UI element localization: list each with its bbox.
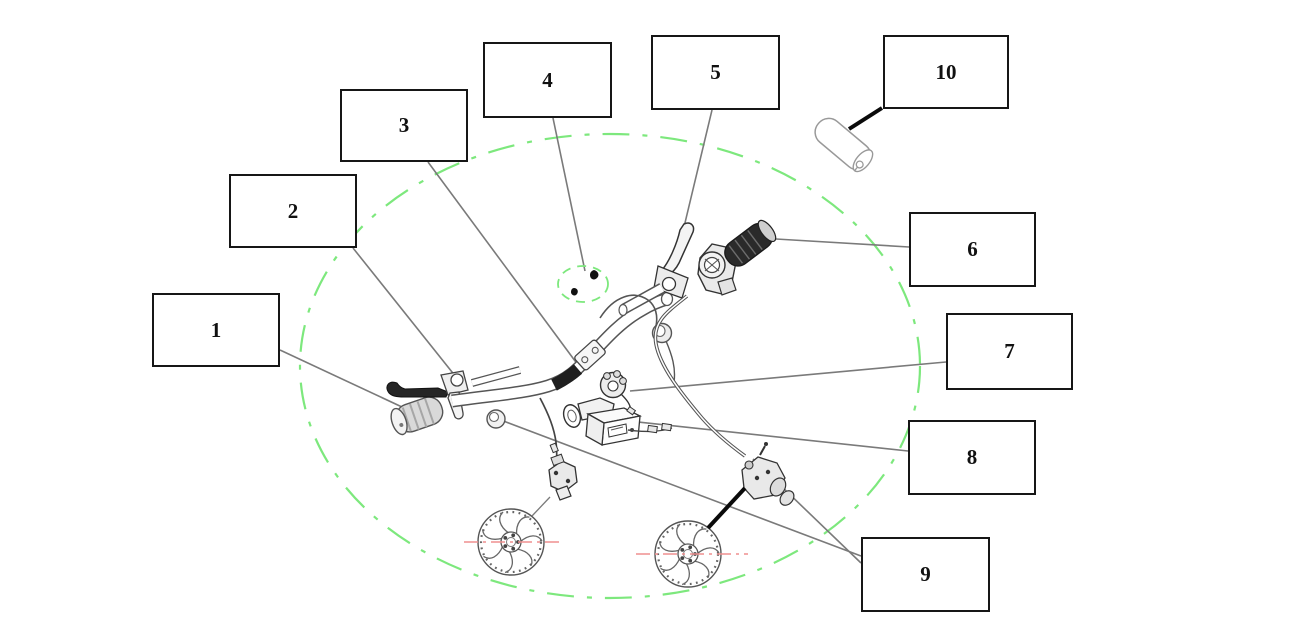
speed-sensor-drawing xyxy=(599,370,637,416)
throttle-drawing xyxy=(697,219,777,296)
leader-line-1 xyxy=(279,349,403,408)
left-caliper-drawing xyxy=(548,453,578,501)
leader-line-5 xyxy=(683,109,713,228)
callout-box-8: 8 xyxy=(908,420,1036,495)
callout-box-7: 7 xyxy=(946,313,1073,390)
callout-box-1: 1 xyxy=(152,293,280,367)
leader-line-3 xyxy=(427,161,582,370)
callout-label-1: 1 xyxy=(210,317,222,342)
callout-label-5: 5 xyxy=(710,60,721,84)
boundary-ellipse xyxy=(298,132,922,600)
leader-line-2 xyxy=(352,247,457,378)
rear-caliper-link xyxy=(706,486,747,530)
leader-line-4 xyxy=(552,117,586,272)
callout-box-2: 2 xyxy=(229,174,357,248)
front-caliper-link xyxy=(531,496,551,517)
display-controller-drawing xyxy=(562,397,643,447)
callout-box-3: 3 xyxy=(340,89,468,162)
callout-label-9: 9 xyxy=(920,562,931,586)
leader-line-10 xyxy=(847,106,884,131)
right-caliper-drawing xyxy=(741,442,795,506)
callout-label-2: 2 xyxy=(287,198,299,223)
leader-line-6 xyxy=(775,238,910,248)
callout-box-6: 6 xyxy=(909,212,1036,287)
callout-box-9: 9 xyxy=(861,537,990,612)
leader-line-9a xyxy=(497,418,862,557)
callout-box-4: 4 xyxy=(483,42,612,118)
callout-label-10: 10 xyxy=(935,59,957,84)
handlebar-drawing xyxy=(451,291,674,429)
callout-label-7: 7 xyxy=(1004,339,1015,363)
left-grip-drawing xyxy=(390,396,444,436)
grip-sleeve-drawing xyxy=(814,117,874,173)
leader-line-7 xyxy=(629,361,947,392)
mounting-screws-drawing xyxy=(557,265,609,303)
callout-label-4: 4 xyxy=(542,67,553,92)
callout-label-3: 3 xyxy=(398,113,410,137)
wiring-harness-drawing xyxy=(539,294,747,463)
callout-box-5: 5 xyxy=(651,35,780,110)
leader-line-8 xyxy=(628,420,909,452)
rotor-centerlines xyxy=(464,541,748,555)
callout-label-8: 8 xyxy=(966,445,978,469)
callout-box-10: 10 xyxy=(883,35,1009,109)
callout-label-6: 6 xyxy=(967,237,978,261)
